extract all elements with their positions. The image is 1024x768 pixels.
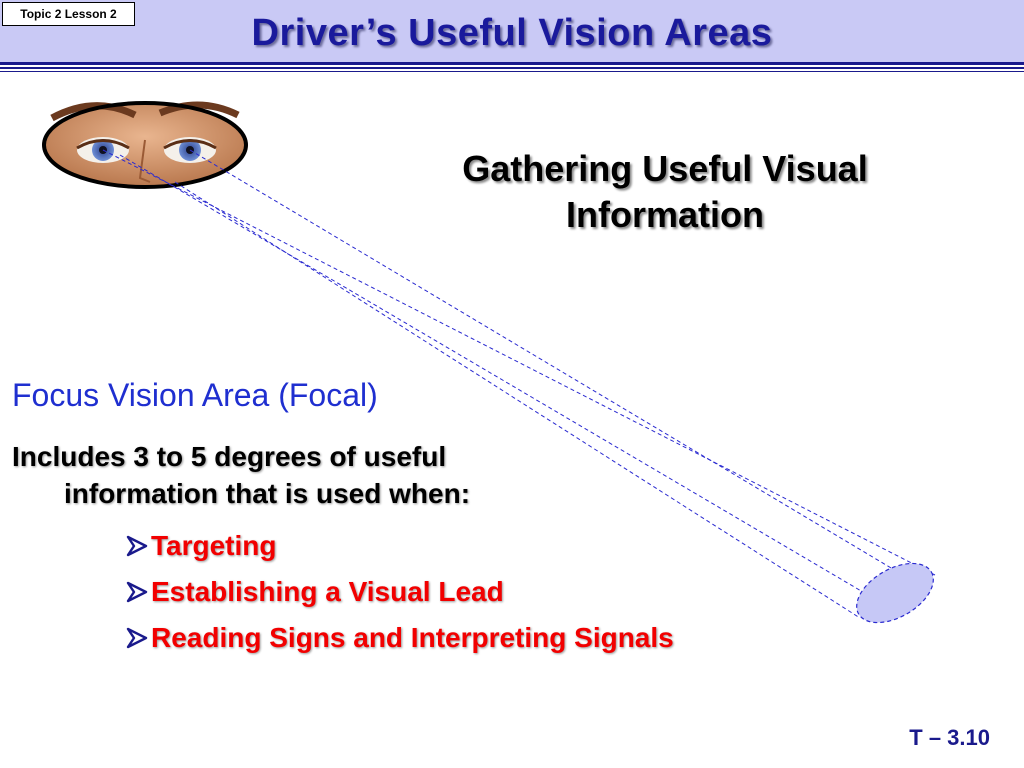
bullet-text: Targeting bbox=[151, 530, 277, 561]
description-line-1: Includes 3 to 5 degrees of useful bbox=[12, 441, 447, 472]
header-rule bbox=[0, 62, 1024, 65]
header-rule-thin bbox=[0, 71, 1024, 72]
focal-area-ellipse bbox=[856, 562, 934, 624]
bullet-text: Establishing a Visual Lead bbox=[151, 576, 504, 607]
description: Includes 3 to 5 degrees of useful inform… bbox=[12, 438, 664, 512]
slide-title: Driver’s Useful Vision Areas bbox=[251, 12, 773, 54]
sight-lines bbox=[102, 149, 936, 619]
header-rule-thin bbox=[0, 67, 1024, 69]
description-line-2: information that is used when: bbox=[64, 478, 471, 509]
bullet-arrow-icon bbox=[126, 627, 148, 649]
list-item: Establishing a Visual Lead bbox=[125, 569, 674, 615]
bullet-arrow-icon bbox=[126, 581, 148, 603]
bullet-text: Reading Signs and Interpreting Signals bbox=[151, 622, 674, 653]
list-item: Targeting bbox=[125, 523, 674, 569]
slide-number: T – 3.10 bbox=[909, 725, 990, 750]
subheading: Gathering Useful Visual Information bbox=[395, 146, 935, 238]
bullet-list: Targeting Establishing a Visual Lead Rea… bbox=[125, 523, 674, 661]
subheading-line-2: Information bbox=[566, 194, 764, 235]
topic-tag: Topic 2 Lesson 2 bbox=[2, 2, 135, 26]
focus-vision-label: Focus Vision Area (Focal) bbox=[12, 377, 378, 413]
subheading-line-1: Gathering Useful Visual bbox=[462, 148, 868, 189]
bullet-arrow-icon bbox=[126, 535, 148, 557]
eyes-illustration bbox=[42, 101, 248, 189]
header-band bbox=[0, 0, 1024, 62]
list-item: Reading Signs and Interpreting Signals bbox=[125, 615, 674, 661]
